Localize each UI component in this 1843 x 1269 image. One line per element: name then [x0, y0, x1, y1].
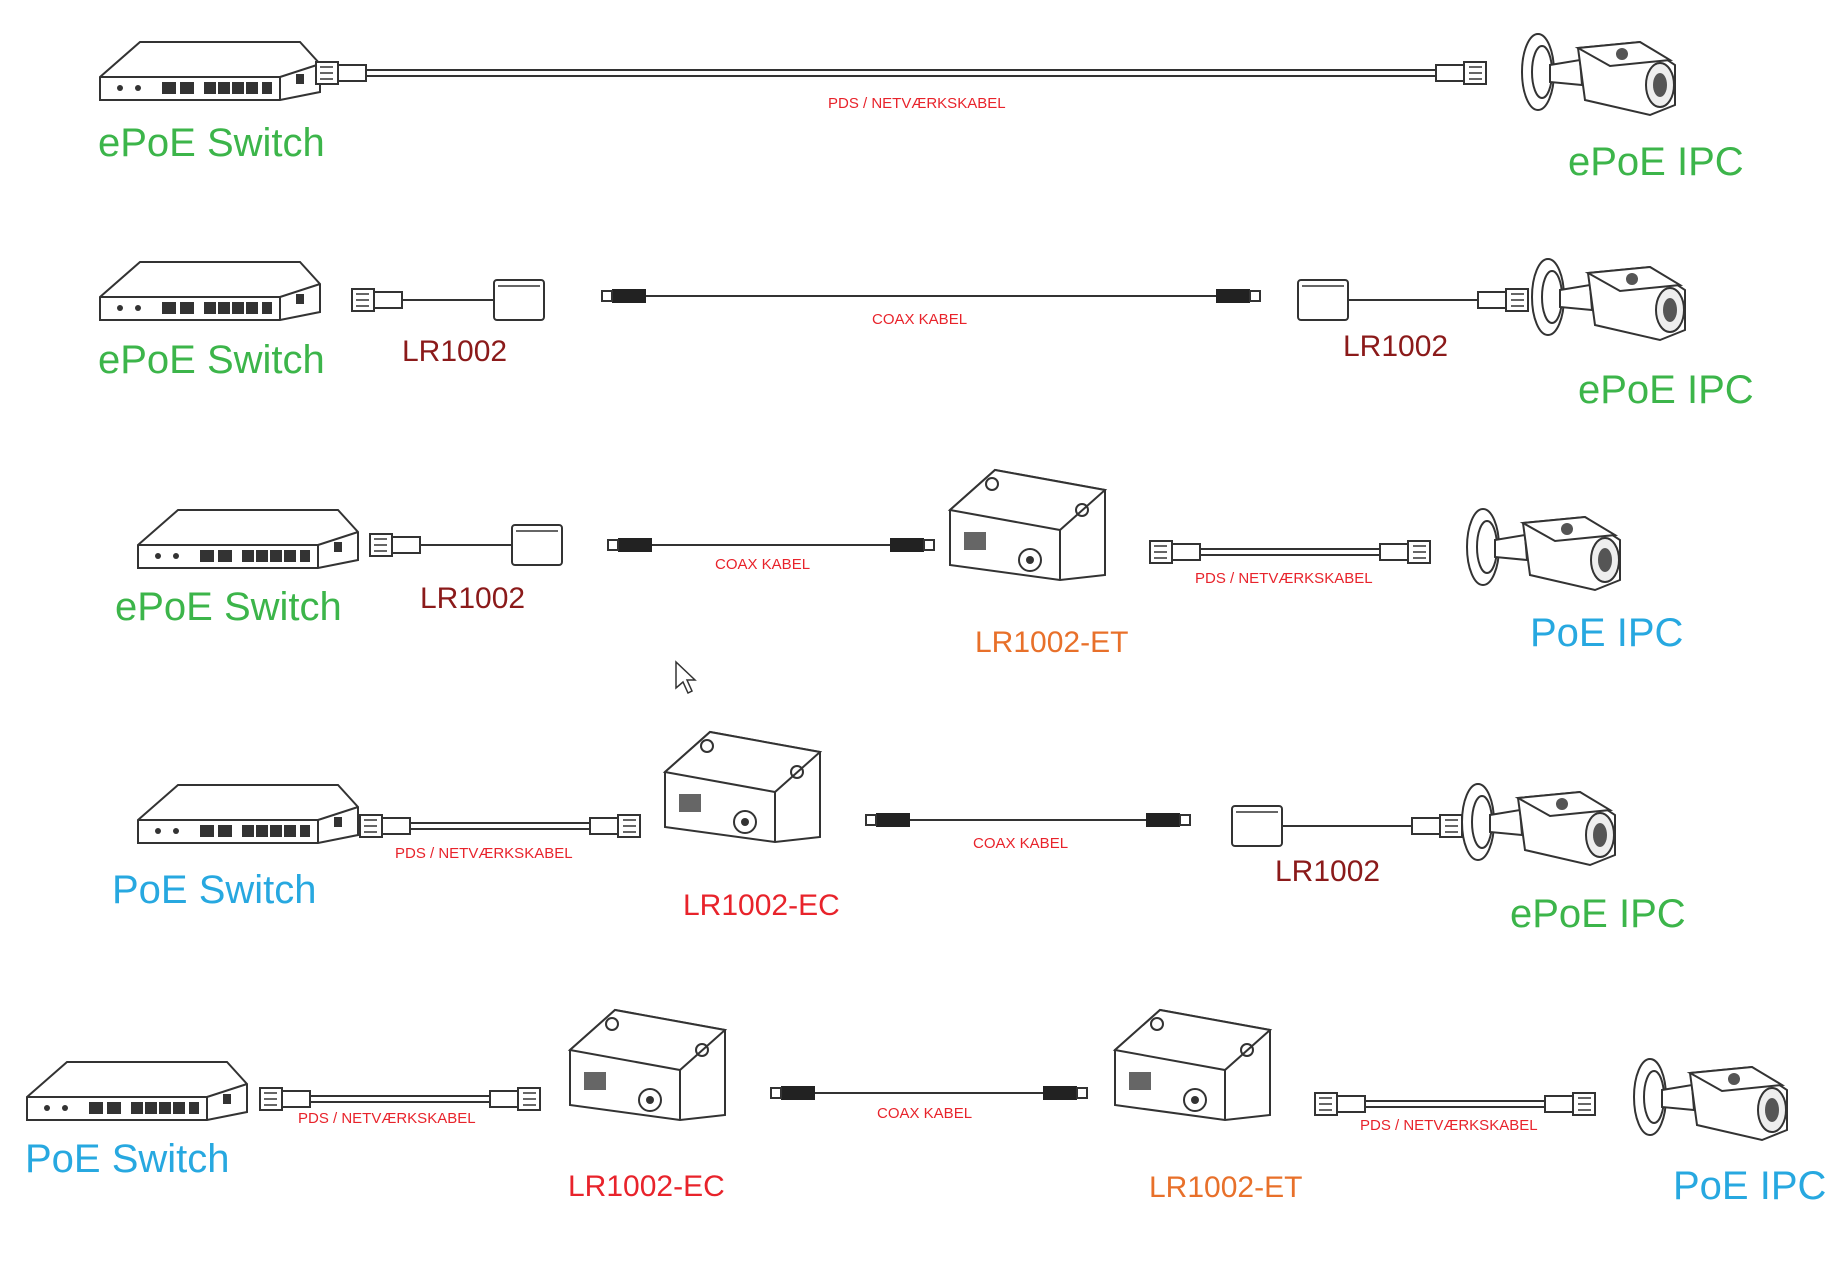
rj45-plug-icon [1379, 540, 1431, 564]
poe-ipc-label: PoE IPC [1673, 1164, 1827, 1208]
row-4 [137, 731, 1616, 866]
pds-cable-label: PDS / NETVÆRKSKABEL [298, 1110, 476, 1127]
rj45-plug-icon [1149, 540, 1201, 564]
ferrite-adapter-icon [1231, 805, 1283, 847]
rj45-plug-icon [1411, 814, 1463, 838]
row-5 [26, 1009, 1788, 1141]
rj45-plug-icon [1314, 1092, 1366, 1116]
epoe-ipc-label: ePoE IPC [1510, 892, 1686, 936]
lr1002-label: LR1002 [1275, 855, 1381, 888]
lr1002-ec-label: LR1002-EC [683, 889, 840, 922]
row-2 [99, 258, 1686, 341]
bnc-connector-icon [607, 537, 653, 553]
lr1002-label: LR1002 [1343, 330, 1449, 363]
rj45-plug-icon [351, 288, 403, 312]
bnc-connector-icon [1145, 812, 1191, 828]
row-3 [137, 469, 1621, 591]
pds-cable-label: PDS / NETVÆRKSKABEL [828, 95, 1006, 112]
bullet-camera-icon [1461, 783, 1616, 866]
rj45-plug-icon [259, 1087, 311, 1111]
rj45-plug-icon [315, 61, 367, 85]
pds-cable-label: PDS / NETVÆRKSKABEL [1195, 570, 1373, 587]
lr1002-label: LR1002 [420, 582, 526, 615]
pds-cable-label: PDS / NETVÆRKSKABEL [395, 845, 573, 862]
bullet-camera-icon [1531, 258, 1686, 341]
converter-box-icon [664, 731, 821, 843]
poe-switch-label: PoE Switch [112, 868, 317, 912]
coax-cable-label: COAX KABEL [973, 835, 1069, 852]
network-switch-icon [137, 784, 359, 844]
converter-box-icon [949, 469, 1106, 581]
rj45-plug-icon [1435, 61, 1487, 85]
bullet-camera-icon [1521, 33, 1676, 116]
bnc-connector-icon [865, 812, 911, 828]
row-1 [99, 33, 1676, 116]
ferrite-adapter-icon [1297, 279, 1349, 321]
bullet-camera-icon [1466, 508, 1621, 591]
coax-cable-label: COAX KABEL [715, 556, 811, 573]
lr1002-label: LR1002 [402, 335, 508, 368]
epoe-switch-label: ePoE Switch [98, 338, 325, 382]
converter-box-icon [569, 1009, 726, 1121]
mouse-cursor-icon [675, 660, 697, 695]
bnc-connector-icon [1215, 288, 1261, 304]
network-switch-icon [26, 1061, 248, 1121]
rj45-plug-icon [589, 814, 641, 838]
converter-box-icon [1114, 1009, 1271, 1121]
network-switch-icon [99, 261, 321, 321]
poe-ipc-label: PoE IPC [1530, 611, 1684, 655]
bnc-connector-icon [770, 1085, 816, 1101]
rj45-plug-icon [1544, 1092, 1596, 1116]
lr1002-et-label: LR1002-ET [1149, 1171, 1303, 1204]
bullet-camera-icon [1633, 1058, 1788, 1141]
ferrite-adapter-icon [493, 279, 545, 321]
epoe-switch-label: ePoE Switch [98, 121, 325, 165]
coax-cable-label: COAX KABEL [877, 1105, 973, 1122]
poe-switch-label: PoE Switch [25, 1137, 230, 1181]
rj45-plug-icon [359, 814, 411, 838]
bnc-connector-icon [601, 288, 647, 304]
bnc-connector-icon [1042, 1085, 1088, 1101]
network-switch-icon [99, 41, 321, 101]
epoe-switch-label: ePoE Switch [115, 585, 342, 629]
lr1002-et-label: LR1002-ET [975, 626, 1129, 659]
pds-cable-label: PDS / NETVÆRKSKABEL [1360, 1117, 1538, 1134]
bnc-connector-icon [889, 537, 935, 553]
rj45-plug-icon [369, 533, 421, 557]
epoe-ipc-label: ePoE IPC [1568, 140, 1744, 184]
rj45-plug-icon [489, 1087, 541, 1111]
epoe-ipc-label: ePoE IPC [1578, 368, 1754, 412]
lr1002-ec-label: LR1002-EC [568, 1170, 725, 1203]
rj45-plug-icon [1477, 288, 1529, 312]
network-switch-icon [137, 509, 359, 569]
ferrite-adapter-icon [511, 524, 563, 566]
coax-cable-label: COAX KABEL [872, 311, 968, 328]
